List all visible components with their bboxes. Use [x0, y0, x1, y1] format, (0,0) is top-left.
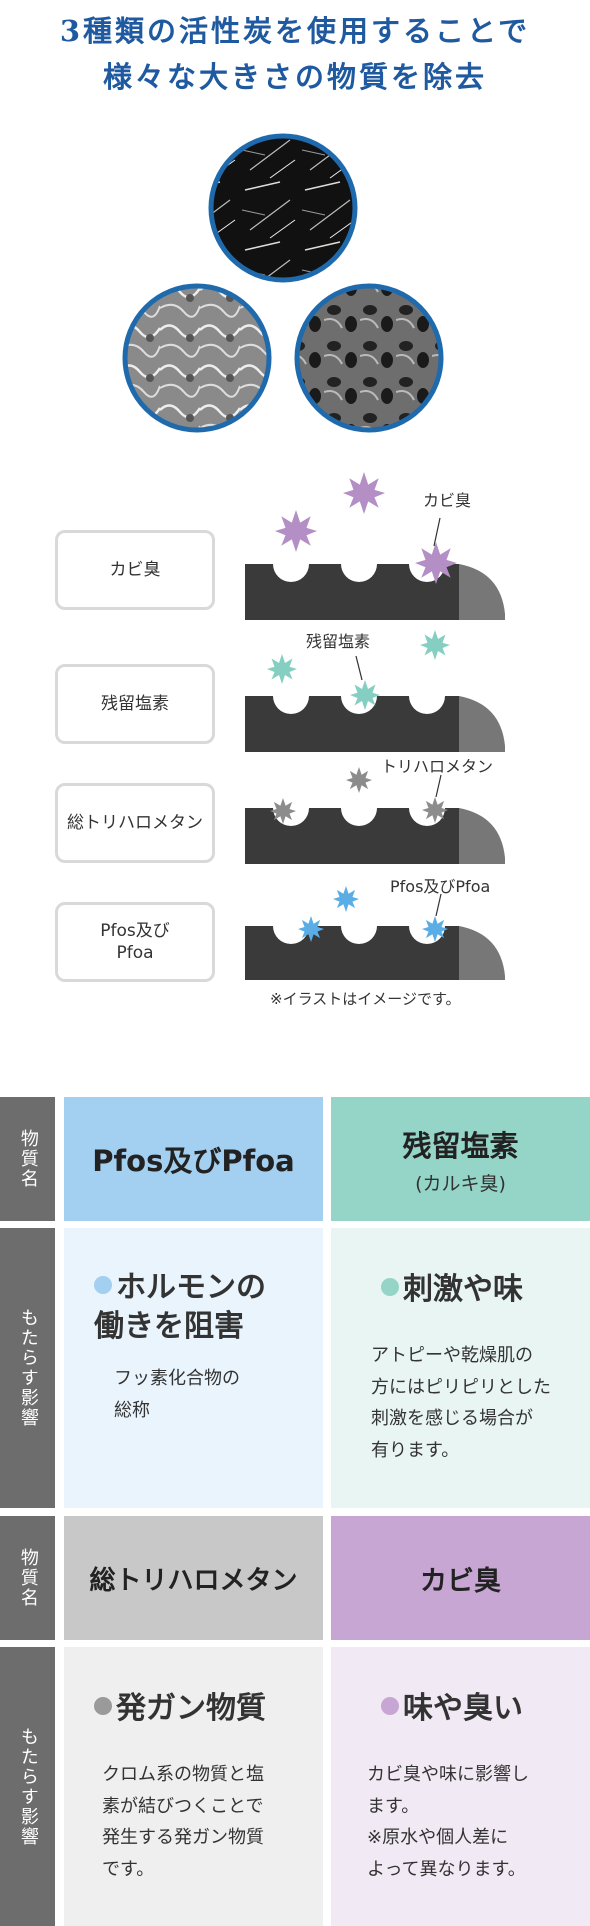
side-label-effect-2: もたらす影響 [0, 1647, 55, 1926]
heading-line-2: 様々な大きさの物質を除去 [102, 60, 487, 94]
callout-pfos-pfoa: Pfos及びPfoa [390, 877, 491, 896]
callout-residual-chlorine: 残留塩素 [306, 632, 371, 651]
molecule-mold-icon [275, 510, 317, 552]
effect-desc-pfos: フッ素化合物の 総称 [114, 1368, 240, 1421]
bullet-dot-icon [94, 1697, 112, 1715]
micrograph-fiber [208, 133, 358, 283]
effect-title-mold: 味や臭い [381, 1689, 523, 1728]
effect-pfos-pfoa: ホルモンの 働きを阻害 フッ素化合物の 総称 [64, 1228, 323, 1508]
side-label-substance: 物質名 [0, 1097, 55, 1221]
side-label-effect: もたらす影響 [0, 1228, 55, 1508]
micrograph-rock [122, 283, 272, 433]
label-mold-odor: カビ臭 [55, 530, 215, 610]
callout-trihalomethane: トリハロメタン [381, 757, 494, 776]
molecule-trihalomethane-icon [346, 767, 372, 793]
effect-title-chlorine: 刺激や味 [381, 1270, 523, 1309]
activated-carbon-micrographs [122, 133, 444, 433]
molecule-chlorine-icon [267, 654, 297, 684]
effect-desc-chlorine: アトピーや乾燥肌の 方にはピリピリとした 刺激を感じる場合が 有ります。 [371, 1345, 551, 1461]
bullet-dot-icon [94, 1276, 112, 1294]
micrograph-porous [294, 283, 444, 433]
carbon-rod-4 [245, 926, 505, 980]
effect-mold-odor: 味や臭い カビ臭や味に影響し ます。 ※原水や個人差に よって異なります。 [331, 1647, 590, 1926]
molecule-pfos-icon [333, 886, 359, 912]
effect-title-pfos: ホルモンの 働きを阻害 [94, 1270, 266, 1344]
effect-residual-chlorine: 刺激や味 アトピーや乾燥肌の 方にはピリピリとした 刺激を感じる場合が 有ります… [331, 1228, 590, 1508]
molecule-chlorine-icon [350, 680, 380, 710]
effect-title-trihalo: 発ガン物質 [94, 1689, 266, 1728]
effect-desc-trihalo: クロム系の物質と塩 素が結びつくことで 発生する発ガン物質 です。 [102, 1764, 264, 1880]
carbon-rod-1 [245, 564, 505, 620]
callout-mold-odor: カビ臭 [423, 491, 472, 510]
label-pfos-pfoa: Pfos及び Pfoa [55, 902, 215, 982]
side-label-substance-2: 物質名 [0, 1516, 55, 1640]
molecule-chlorine-icon [420, 630, 450, 660]
effect-trihalomethane: 発ガン物質 クロム系の物質と塩 素が結びつくことで 発生する発ガン物質 です。 [64, 1647, 323, 1926]
head-mold-odor: カビ臭 [331, 1516, 590, 1640]
illustration-note: ※イラストはイメージです。 [270, 990, 461, 1008]
head-trihalomethane: 総トリハロメタン [64, 1516, 323, 1640]
bullet-dot-icon [381, 1697, 399, 1715]
bullet-dot-icon [381, 1278, 399, 1296]
adsorption-diagram [245, 472, 505, 980]
effect-desc-mold: カビ臭や味に影響し ます。 ※原水や個人差に よって異なります。 [367, 1764, 529, 1880]
head-residual-chlorine: 残留塩素 (カルキ臭) [331, 1097, 590, 1221]
label-residual-chlorine: 残留塩素 [55, 664, 215, 744]
label-trihalomethane: 総トリハロメタン [55, 783, 215, 863]
molecule-mold-icon [343, 472, 385, 514]
heading-line-1: 3種類の活性炭を使用することで [59, 14, 531, 48]
head-pfos-pfoa: Pfos及びPfoa [64, 1097, 323, 1221]
